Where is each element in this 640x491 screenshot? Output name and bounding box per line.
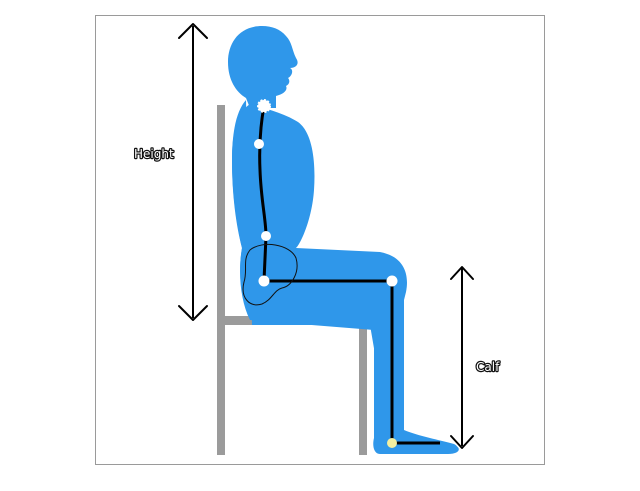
joint-markers <box>254 99 398 448</box>
diagram-frame <box>95 15 545 465</box>
chair-front-leg <box>359 325 367 455</box>
ankle-joint <box>387 438 397 448</box>
upper-body <box>232 104 459 454</box>
upper-back-joint <box>254 139 264 149</box>
height-label: Height <box>134 147 174 161</box>
lower-back-joint <box>261 231 271 241</box>
chair-backrest <box>217 105 225 455</box>
calf-label: Calf <box>476 360 500 374</box>
calf-arrow-icon <box>448 264 476 451</box>
height-arrow-icon <box>176 21 210 323</box>
head <box>228 26 298 108</box>
neck-joint <box>257 99 271 113</box>
spine-line <box>258 105 268 282</box>
hip-joint <box>258 275 270 287</box>
knee-joint <box>386 275 398 287</box>
pelvis-outline <box>242 243 298 306</box>
torso <box>232 100 388 360</box>
seated-person-silhouette <box>228 26 459 454</box>
